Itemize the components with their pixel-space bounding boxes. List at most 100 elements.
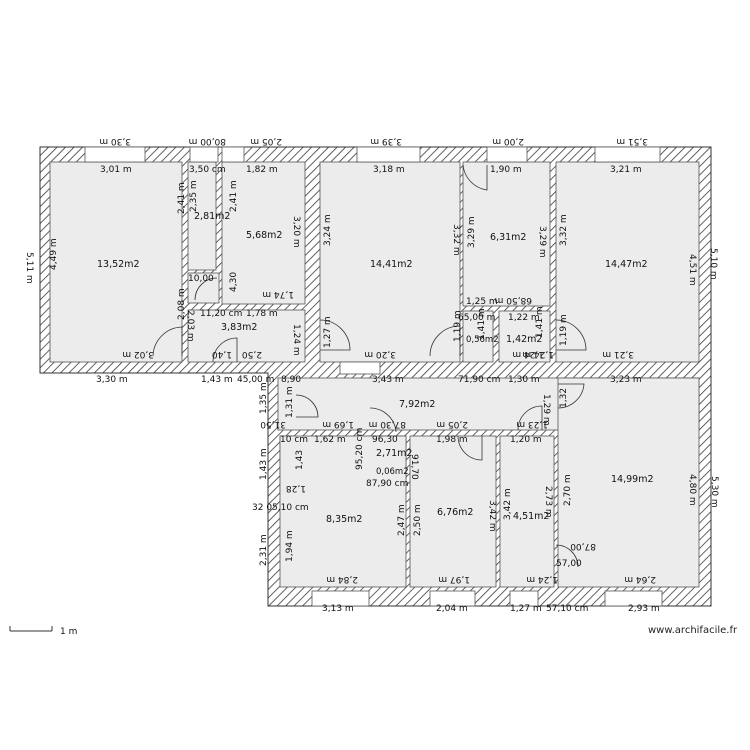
room-4-floor xyxy=(319,161,461,363)
dimension-label: 1,22 m xyxy=(508,313,540,323)
dimension-label: 3,39 m xyxy=(370,136,402,146)
dimension-label: 3,01 m xyxy=(100,165,132,175)
dimension-label: 1,35 m xyxy=(259,382,269,414)
dimension-label: 1,43 m xyxy=(201,375,233,385)
window xyxy=(84,146,146,163)
dimension-label: 3,21 m xyxy=(602,349,634,359)
area-label: 8,35m2 xyxy=(326,514,362,525)
dimension-label: 3,32 m xyxy=(451,224,461,256)
dimension-label: 1,97 m xyxy=(438,574,470,584)
area-label: 14,41m2 xyxy=(370,259,413,270)
room-13-floor xyxy=(557,377,700,588)
dimension-label: 57,00 xyxy=(556,559,582,569)
door-arc xyxy=(557,383,585,409)
dimension-label: 3,13 m xyxy=(322,604,354,614)
dimension-label: 1,27 m xyxy=(510,604,542,614)
door-arc xyxy=(517,405,543,431)
dimension-label: 8,90 xyxy=(281,375,301,385)
dimension-label: 3,20 m xyxy=(364,349,396,359)
dimension-label: 3,29 m xyxy=(537,226,547,258)
dimension-label: 2,05 m xyxy=(250,136,282,146)
dimension-label: 3,32 m xyxy=(559,214,569,246)
dimension-label: 2,84 m xyxy=(326,574,358,584)
window xyxy=(486,146,528,163)
dimension-label: 2,70 m xyxy=(563,474,573,506)
room-5-floor xyxy=(462,161,551,307)
dimension-label: 1,27 m xyxy=(323,316,333,348)
room-12-floor xyxy=(499,435,555,588)
dimension-label: 3,42 m xyxy=(487,500,497,532)
dimension-label: 1,43 m xyxy=(259,448,269,480)
door-arc xyxy=(555,544,579,568)
area-label: 1,42m2 xyxy=(506,334,542,345)
dimension-label: 2,04 m xyxy=(436,604,468,614)
window xyxy=(429,590,476,607)
window xyxy=(604,590,663,607)
dimension-label: 3,30 m xyxy=(99,136,131,146)
dimension-label: 4,30 xyxy=(229,272,239,292)
door-arc xyxy=(369,407,397,433)
dimension-label: 3,02 m xyxy=(122,349,154,359)
window xyxy=(594,146,661,163)
door-arc xyxy=(457,435,483,461)
dimension-label: 1,19 m xyxy=(559,314,569,346)
dimension-label: 57,10 cm xyxy=(546,604,588,614)
dimension-label: 65,00 m xyxy=(458,313,495,323)
area-label: 2,81m2 xyxy=(194,211,230,222)
dimension-label: 2,47 m xyxy=(397,504,407,536)
area-label: 0,06m2 xyxy=(376,467,409,477)
room-6-floor xyxy=(555,161,700,363)
window xyxy=(356,146,421,163)
door-arc xyxy=(319,319,351,351)
dimension-label: 3,29 m xyxy=(467,216,477,248)
area-label: 13,52m2 xyxy=(97,259,140,270)
room-7-floor xyxy=(187,309,306,363)
dimension-label: 1,28 xyxy=(286,483,306,493)
dimension-label: 3,20 m xyxy=(291,216,301,248)
dimension-label: 2,41 m xyxy=(177,182,187,214)
watermark: www.archifacile.fr xyxy=(648,625,738,636)
room-2-floor xyxy=(187,161,217,271)
dimension-label: 1,20 m xyxy=(510,435,542,445)
door-arc xyxy=(212,337,238,363)
dimension-label: 1,94 m xyxy=(285,530,295,562)
dimension-label: 4,80 m xyxy=(687,474,697,506)
dimension-label: 87,90 cm xyxy=(366,479,408,489)
windows xyxy=(84,146,663,607)
door-arc xyxy=(295,394,319,418)
dimension-label: 2,50 m xyxy=(413,504,423,536)
dimension-label: 1,82 m xyxy=(246,165,278,175)
dimension-label: 1,40 xyxy=(212,349,232,359)
window xyxy=(311,590,370,607)
dimension-label: 2,05 m xyxy=(436,419,468,429)
dimension-label: 2,64 m xyxy=(624,574,656,584)
room-10-floor xyxy=(279,435,407,588)
dimension-label: 2,41 m xyxy=(229,180,239,212)
dimension-label: 87,30 m xyxy=(369,419,406,429)
dimension-label: 3,50 cm xyxy=(189,165,226,175)
dimension-label: 3,24 m xyxy=(323,214,333,246)
room-14-floor xyxy=(498,310,551,363)
dimension-label: 1,43 xyxy=(295,450,305,470)
dimension-label: 1,23 m xyxy=(516,419,548,429)
area-label: 7,92m2 xyxy=(399,399,435,410)
window xyxy=(339,361,381,375)
dimension-label: 10,00 xyxy=(188,274,214,284)
dimension-label: 4,51 m xyxy=(687,254,697,286)
dimension-label: 1,30 m xyxy=(508,375,540,385)
door-arc xyxy=(429,325,461,357)
scale-bar xyxy=(9,626,53,632)
dimension-label: 2,93 m xyxy=(628,604,660,614)
room-1-floor xyxy=(49,161,183,363)
dimension-label: 5,30 m xyxy=(709,476,719,508)
dimension-label: 1,62 m xyxy=(314,435,346,445)
dimension-label: 1,41 m xyxy=(535,306,545,338)
dimension-label: 1,32 xyxy=(559,388,569,408)
rooms xyxy=(49,161,700,588)
area-label: 6,76m2 xyxy=(437,507,473,518)
dimension-label: 80,00 m xyxy=(189,136,226,146)
dimension-label: 45,00 m xyxy=(237,375,274,385)
dimension-label: 2,73 m xyxy=(543,486,553,518)
dimension-label: 3,23 m xyxy=(610,375,642,385)
dimension-label: 1,24 m xyxy=(291,324,301,356)
